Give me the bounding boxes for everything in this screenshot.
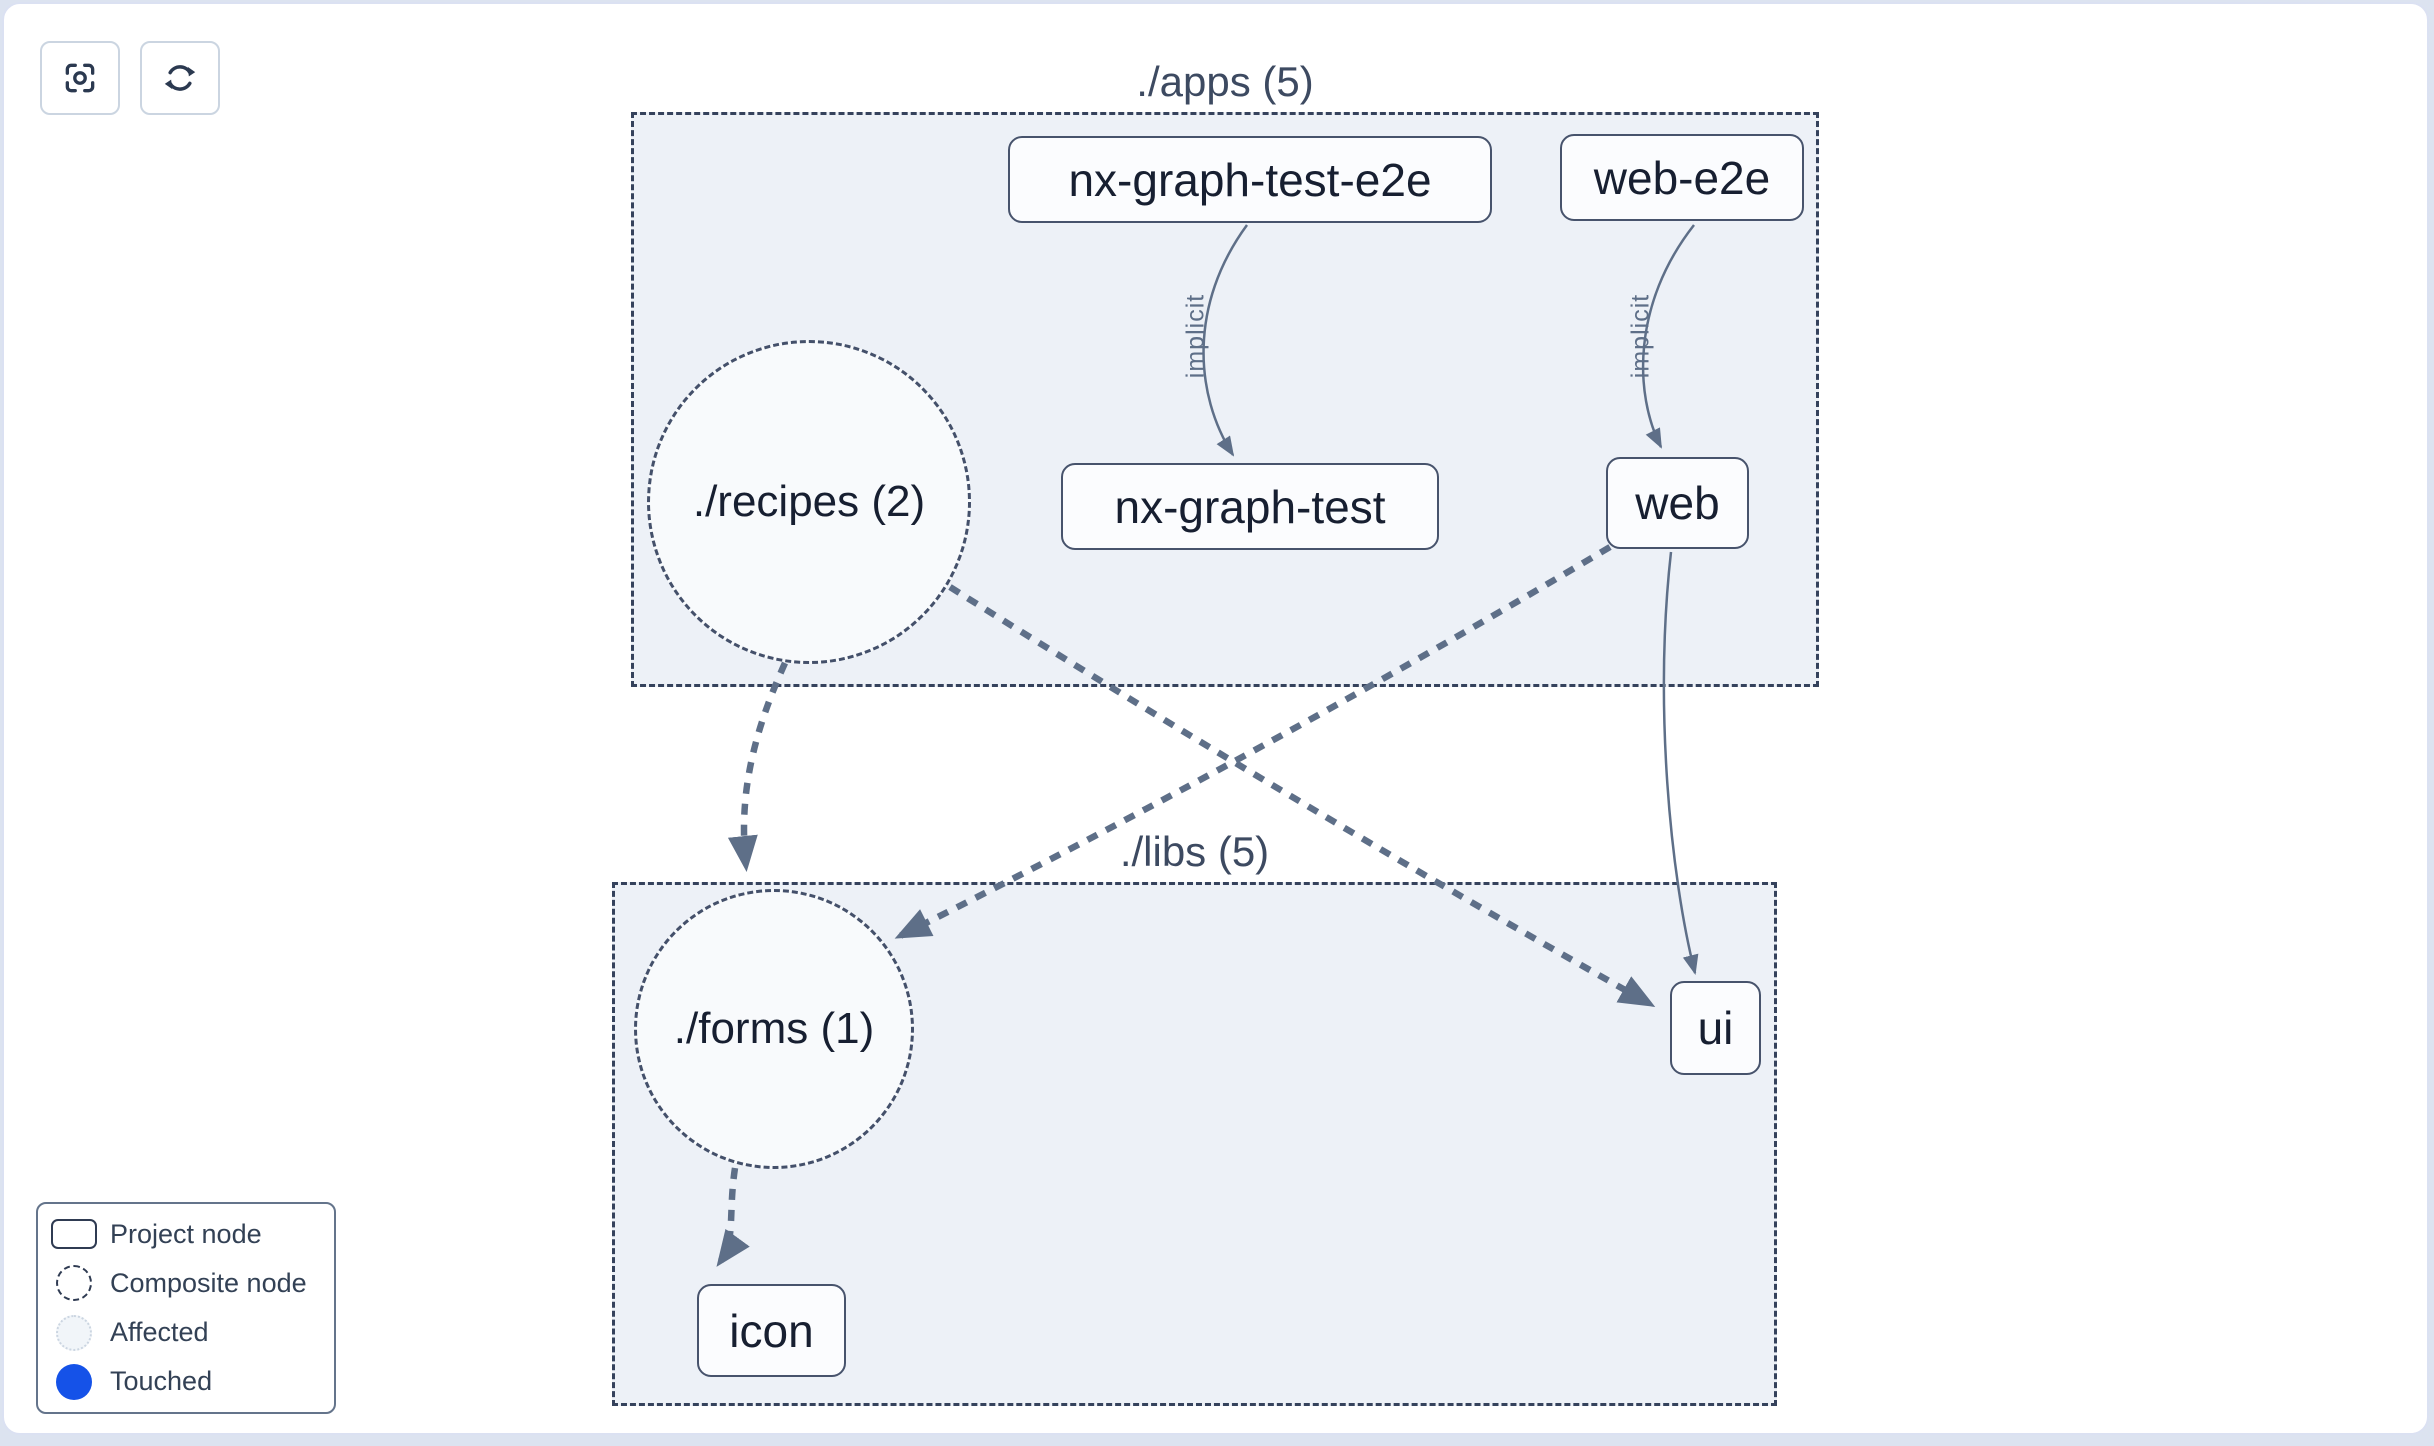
refresh-button[interactable] xyxy=(140,41,220,115)
focus-icon xyxy=(61,59,99,97)
project-node-nx-graph-test-e2e[interactable]: nx-graph-test-e2e xyxy=(1008,136,1492,223)
project-node-swatch-icon xyxy=(38,1219,110,1250)
composite-node-forms-label: ./forms (1) xyxy=(673,1004,875,1053)
affected-swatch-icon xyxy=(38,1314,110,1351)
legend-label: Touched xyxy=(110,1366,213,1397)
composite-node-forms[interactable]: ./forms (1) xyxy=(634,889,914,1169)
project-node-ui-label: ui xyxy=(1697,1002,1734,1054)
legend-item-project-node: Project node xyxy=(38,1211,334,1257)
project-node-nx-graph-test-label: nx-graph-test xyxy=(1114,480,1386,533)
focus-button[interactable] xyxy=(40,41,120,115)
touched-swatch-icon xyxy=(38,1363,110,1400)
composite-node-recipes-label: ./recipes (2) xyxy=(692,477,926,526)
legend-item-touched: Touched xyxy=(38,1359,334,1405)
legend-label: Affected xyxy=(110,1317,209,1348)
project-node-nx-graph-test[interactable]: nx-graph-test xyxy=(1061,463,1439,550)
project-node-web-label: web xyxy=(1635,477,1720,529)
project-node-ui[interactable]: ui xyxy=(1670,981,1761,1075)
project-node-web[interactable]: web xyxy=(1606,457,1749,549)
group-apps-label: ./apps (5) xyxy=(1136,58,1314,105)
composite-node-swatch-icon xyxy=(38,1265,110,1302)
refresh-icon xyxy=(161,59,199,97)
project-node-icon-label: icon xyxy=(729,1304,814,1357)
project-node-web-e2e-label: web-e2e xyxy=(1593,151,1771,204)
edge-label-implicit-2: implicit xyxy=(1626,293,1655,379)
project-node-web-e2e[interactable]: web-e2e xyxy=(1560,134,1804,221)
project-node-nx-graph-test-e2e-label: nx-graph-test-e2e xyxy=(1068,153,1432,206)
legend-label: Composite node xyxy=(110,1267,307,1298)
group-libs-label: ./libs (5) xyxy=(1119,828,1270,875)
legend-label: Project node xyxy=(110,1218,262,1249)
edge-label-implicit-1: implicit xyxy=(1181,293,1210,379)
composite-node-recipes[interactable]: ./recipes (2) xyxy=(647,340,971,664)
legend-item-composite-node: Composite node xyxy=(38,1260,334,1306)
legend: Project node Composite node Affected Tou… xyxy=(36,1202,336,1414)
project-node-icon[interactable]: icon xyxy=(697,1284,846,1377)
legend-item-affected: Affected xyxy=(38,1310,334,1356)
